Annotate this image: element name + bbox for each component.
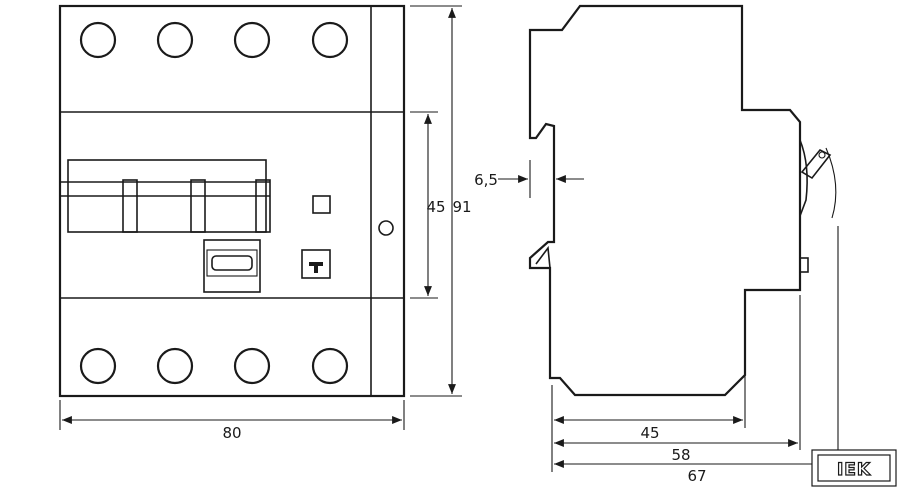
terminal-screw-top-4: [311, 21, 349, 59]
dim-d67-label: 67: [687, 467, 706, 485]
side-mount-hole: [378, 220, 394, 236]
terminal-screw-bottom-3: [233, 347, 271, 385]
rail-clip-detail: [535, 245, 551, 269]
indicator-window: [312, 195, 331, 214]
lever-link-3: [255, 179, 271, 233]
lever-link-2: [190, 179, 206, 233]
front-outline: [58, 4, 406, 398]
lever-link-1: [122, 179, 138, 233]
dim-d45-label: 45: [640, 424, 659, 442]
side-lever-pivot: [818, 151, 826, 159]
handle-plate-frame: [203, 239, 261, 293]
side-body-outline: [528, 4, 802, 397]
logo-text: IEK: [837, 460, 871, 480]
terminal-screw-top-3: [233, 21, 271, 59]
side-front-bulge: [799, 139, 808, 217]
handle-plate: [203, 239, 261, 293]
logo-inner-frame: [817, 454, 891, 482]
handle-plate-inner: [206, 249, 258, 277]
toggle-lever: [59, 159, 271, 233]
terminal-screw-bottom-1: [79, 347, 117, 385]
brand-logo: IEK: [811, 449, 897, 487]
side-lever: [800, 148, 832, 180]
front-dimensions: 80 45 91: [59, 5, 472, 442]
terminal-screw-top-2: [156, 21, 194, 59]
terminal-screw-top-1: [79, 21, 117, 59]
side-dimensions: 6,5 45 58 67: [474, 160, 839, 485]
side-view: [528, 4, 837, 397]
test-button-frame: [301, 249, 331, 279]
dim-80-label: 80: [222, 424, 241, 442]
dim-d58-label: 58: [671, 446, 690, 464]
front-view: [58, 4, 406, 398]
terminal-screw-bottom-4: [311, 347, 349, 385]
test-t-icon: [309, 262, 323, 273]
dim-91-label: 91: [452, 198, 471, 216]
test-button: [301, 249, 331, 279]
handle-plate-slot: [211, 255, 253, 271]
dim-65-label: 6,5: [474, 171, 498, 189]
dim-45-label: 45: [426, 198, 445, 216]
terminal-screw-bottom-2: [156, 347, 194, 385]
side-test-button: [799, 257, 809, 273]
lever-swing-arc: [825, 147, 837, 219]
